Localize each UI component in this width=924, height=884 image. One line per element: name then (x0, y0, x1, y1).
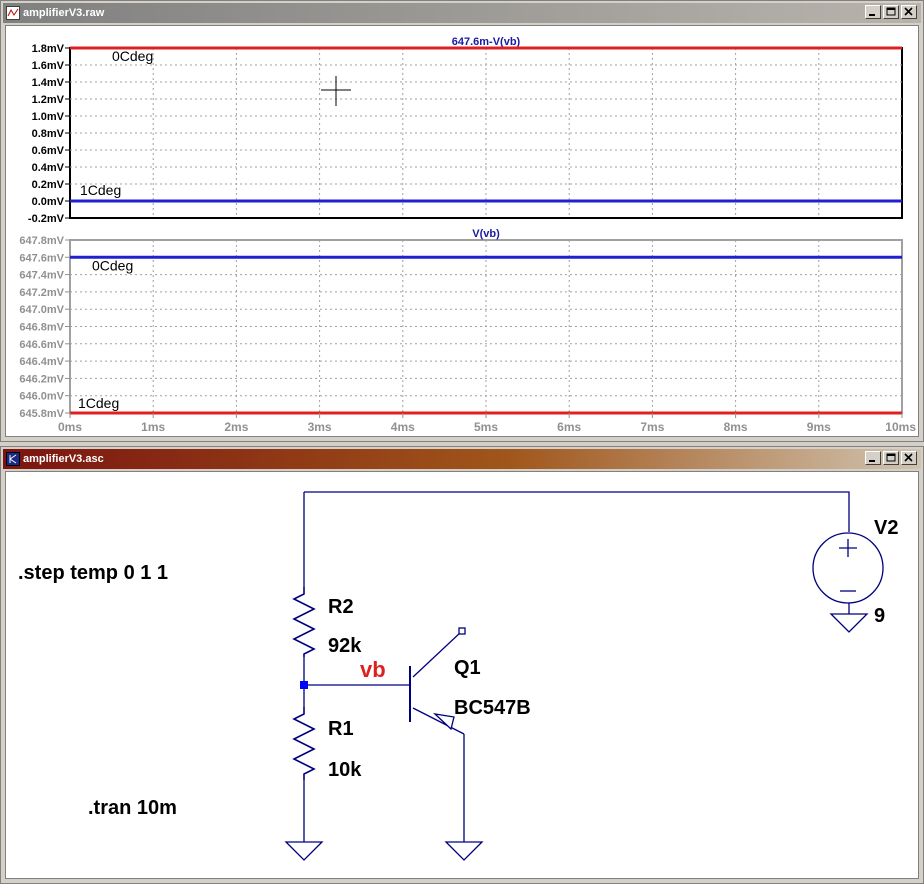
v2-name-label[interactable]: V2 (874, 517, 898, 539)
resistor-r2[interactable]: R2 92k (292, 587, 362, 657)
y-tick-label: 0.8mV (32, 128, 65, 140)
ground-icon[interactable] (284, 841, 324, 861)
schematic-titlebar[interactable]: amplifierV3.asc (3, 449, 921, 469)
x-tick-label: 9ms (807, 420, 831, 434)
pane-bottom-y-ticks: 647.8mV 647.6mV 647.4mV 647.2mV 647.0mV 646.8… (19, 235, 70, 420)
x-tick-label: 6ms (557, 420, 581, 434)
x-tick-label: 3ms (308, 420, 332, 434)
waveform-plot-area[interactable]: 1.8mV 1.6mV 1.4mV 1.2mV 1.0mV 0.8mV 0.6mV 0.4mV… (6, 26, 920, 438)
pane-top-traces (70, 46, 902, 203)
waveform-app-icon (6, 6, 20, 20)
x-tick-label: 1ms (141, 420, 165, 434)
pane-top-trace-title[interactable]: 647.6m-V(vb) (452, 36, 521, 48)
schematic-window-title: amplifierV3.asc (23, 453, 104, 465)
y-tick-label: 646.2mV (19, 373, 64, 385)
net-label-vb[interactable]: vb (360, 657, 386, 682)
q1-value-label[interactable]: BC547B (454, 697, 531, 719)
y-tick-label: 0.2mV (32, 179, 65, 191)
tran-directive[interactable]: .tran 10m (88, 797, 177, 819)
x-tick-label: 0ms (58, 420, 82, 434)
net-junction[interactable] (300, 681, 308, 689)
y-tick-label: 647.8mV (19, 235, 64, 247)
x-tick-label: 4ms (391, 420, 415, 434)
y-tick-label: 647.2mV (19, 287, 64, 299)
crosshair-cursor-icon (321, 76, 351, 106)
pane-bottom[interactable]: 647.8mV 647.6mV 647.4mV 647.2mV 647.0mV 646.8… (19, 228, 903, 420)
minimize-button[interactable] (865, 5, 881, 19)
y-tick-label: 647.6mV (19, 252, 64, 264)
pane-top-step-label-1c: 1Cdeg (80, 182, 121, 198)
r1-value-label[interactable]: 10k (328, 759, 362, 781)
x-tick-label: 7ms (640, 420, 664, 434)
y-tick-label: 1.6mV (32, 60, 65, 72)
schematic-canvas[interactable]: R2 92k R1 10k vb (5, 471, 919, 879)
maximize-button[interactable] (883, 5, 899, 19)
v2-value-label[interactable]: 9 (874, 605, 885, 627)
r2-value-label[interactable]: 92k (328, 635, 362, 657)
y-tick-label: -0.2mV (28, 213, 65, 225)
close-button[interactable] (901, 5, 917, 19)
y-tick-label: 646.6mV (19, 339, 64, 351)
ground-icon[interactable] (444, 841, 484, 861)
pane-bottom-step-label-0c: 0Cdeg (92, 257, 133, 273)
voltage-source-v2[interactable]: V2 9 (812, 517, 898, 627)
resistor-r1[interactable]: R1 10k (292, 707, 362, 781)
y-tick-label: 1.0mV (32, 111, 65, 123)
pane-top-step-label-0c: 0Cdeg (112, 48, 153, 64)
pane-bottom-trace-title[interactable]: V(vb) (472, 228, 500, 240)
pane-bottom-step-label-1c: 1Cdeg (78, 395, 119, 411)
waveform-titlebar[interactable]: amplifierV3.raw (3, 3, 921, 23)
step-directive[interactable]: .step temp 0 1 1 (18, 562, 168, 584)
x-tick-label: 2ms (224, 420, 248, 434)
y-tick-label: 0.4mV (32, 162, 65, 174)
close-button[interactable] (901, 451, 917, 465)
y-tick-label: 0.0mV (32, 196, 65, 208)
y-tick-label: 646.0mV (19, 391, 64, 403)
x-axis-ticks: 0ms 1ms 2ms 3ms 4ms 5ms 6ms 7ms 8ms 9ms 10ms (58, 413, 916, 434)
waveform-window[interactable]: amplifierV3.raw 1.8mV 1.6mV 1.4mV 1.2mV 1.0m… (0, 0, 924, 442)
q1-name-label[interactable]: Q1 (454, 657, 481, 679)
y-tick-label: 646.4mV (19, 356, 64, 368)
y-tick-label: 1.2mV (32, 94, 65, 106)
pane-bottom-grid (70, 240, 902, 413)
x-tick-label: 8ms (724, 420, 748, 434)
y-tick-label: 647.4mV (19, 270, 64, 282)
pane-top-y-ticks: 1.8mV 1.6mV 1.4mV 1.2mV 1.0mV 0.8mV 0.6mV 0.4mV… (28, 43, 70, 225)
pane-top[interactable]: 1.8mV 1.6mV 1.4mV 1.2mV 1.0mV 0.8mV 0.6mV 0.4mV… (28, 36, 903, 225)
y-tick-label: 646.8mV (19, 322, 64, 334)
y-tick-label: 0.6mV (32, 145, 65, 157)
schematic-drawing[interactable]: R2 92k R1 10k vb (6, 472, 920, 880)
r1-name-label[interactable]: R1 (328, 718, 354, 740)
minimize-button[interactable] (865, 451, 881, 465)
y-tick-label: 647.0mV (19, 304, 64, 316)
r2-name-label[interactable]: R2 (328, 596, 354, 618)
x-tick-label: 10ms (885, 420, 916, 434)
ground-icon[interactable] (829, 613, 869, 633)
y-tick-label: 645.8mV (19, 408, 64, 420)
schematic-app-icon (6, 452, 20, 466)
wires[interactable] (303, 491, 850, 842)
y-tick-label: 1.4mV (32, 77, 65, 89)
schematic-window[interactable]: amplifierV3.asc (0, 446, 924, 884)
x-tick-label: 5ms (474, 420, 498, 434)
transistor-q1[interactable] (409, 627, 466, 735)
maximize-button[interactable] (883, 451, 899, 465)
waveform-window-title: amplifierV3.raw (23, 7, 105, 19)
waveform-viewer[interactable]: 1.8mV 1.6mV 1.4mV 1.2mV 1.0mV 0.8mV 0.6mV 0.4mV… (5, 25, 919, 437)
y-tick-label: 1.8mV (32, 43, 65, 55)
pane-top-grid (70, 48, 902, 218)
